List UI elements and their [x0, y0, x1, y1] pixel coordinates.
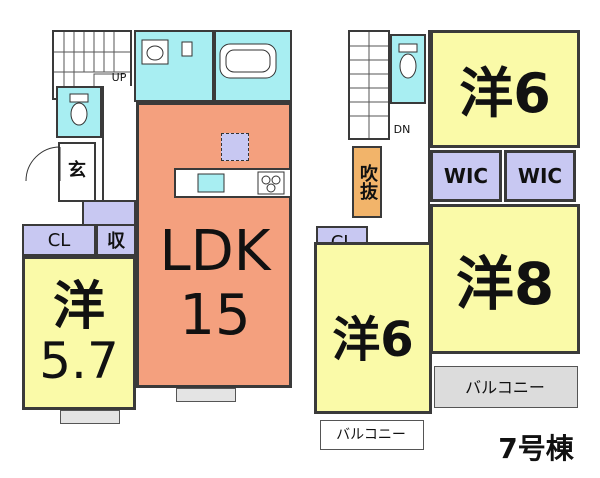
balcony-1: バルコニー [434, 366, 578, 408]
floor1-storage-small [82, 200, 136, 226]
floor2-staircase [348, 30, 390, 140]
floor1-storage: 収 [96, 224, 136, 256]
wic-2-label: WIC [517, 164, 563, 188]
floor1-storage-label: 収 [107, 231, 125, 252]
wic-1-label: WIC [443, 164, 489, 188]
stair-icon [350, 32, 388, 138]
wic-2: WIC [504, 150, 576, 202]
sink-icon [141, 39, 193, 65]
floor1-bedroom-label: 洋 [52, 276, 105, 337]
window-icon [176, 388, 236, 402]
floor2-room-a-label: 洋6 [459, 61, 551, 125]
toilet-icon [398, 43, 418, 79]
wic-1: WIC [430, 150, 502, 202]
floor1-stair-label: UP [111, 70, 127, 84]
balcony-2-label: バルコニー [336, 427, 406, 443]
entrance: 玄 [58, 142, 96, 202]
bathroom [214, 30, 292, 102]
washroom [134, 30, 214, 102]
floor2-room-c-label: 洋6 [332, 312, 414, 368]
door-swing-icon [25, 146, 61, 182]
kitchen-counter [174, 168, 292, 198]
kitchen-sink-icon [197, 173, 225, 193]
floor1-closet: CL [22, 224, 96, 256]
ldk-room: LDK 15 [136, 102, 292, 388]
floor1-toilet [56, 86, 102, 138]
floor2-stair-label: DN [393, 122, 411, 136]
window-icon [60, 410, 120, 424]
bathtub-icon [219, 43, 277, 79]
floor2-toilet [390, 34, 426, 104]
floor1-bedroom-size: 5.7 [39, 332, 119, 390]
floor2-room-b-label: 洋8 [455, 250, 555, 318]
toilet-icon [69, 93, 89, 126]
floor2-room-c: 洋6 [314, 242, 432, 414]
balcony-2: バルコニー [320, 420, 424, 450]
entrance-label: 玄 [68, 160, 86, 181]
floor2-room-a: 洋6 [430, 30, 580, 148]
ldk-label: LDK [159, 218, 271, 284]
floor2-room-b: 洋8 [430, 204, 580, 354]
building-label: 7号棟 [498, 432, 574, 465]
dining-table-marker [221, 133, 249, 161]
balcony-1-label: バルコニー [465, 378, 545, 397]
floor1-closet-label: CL [47, 229, 71, 251]
atrium: 吹抜 [352, 146, 382, 218]
ldk-size: 15 [179, 282, 251, 348]
floor1-bedroom: 洋 5.7 [22, 256, 136, 410]
atrium-label: 吹抜 [357, 164, 378, 200]
stove-icon [257, 171, 285, 195]
